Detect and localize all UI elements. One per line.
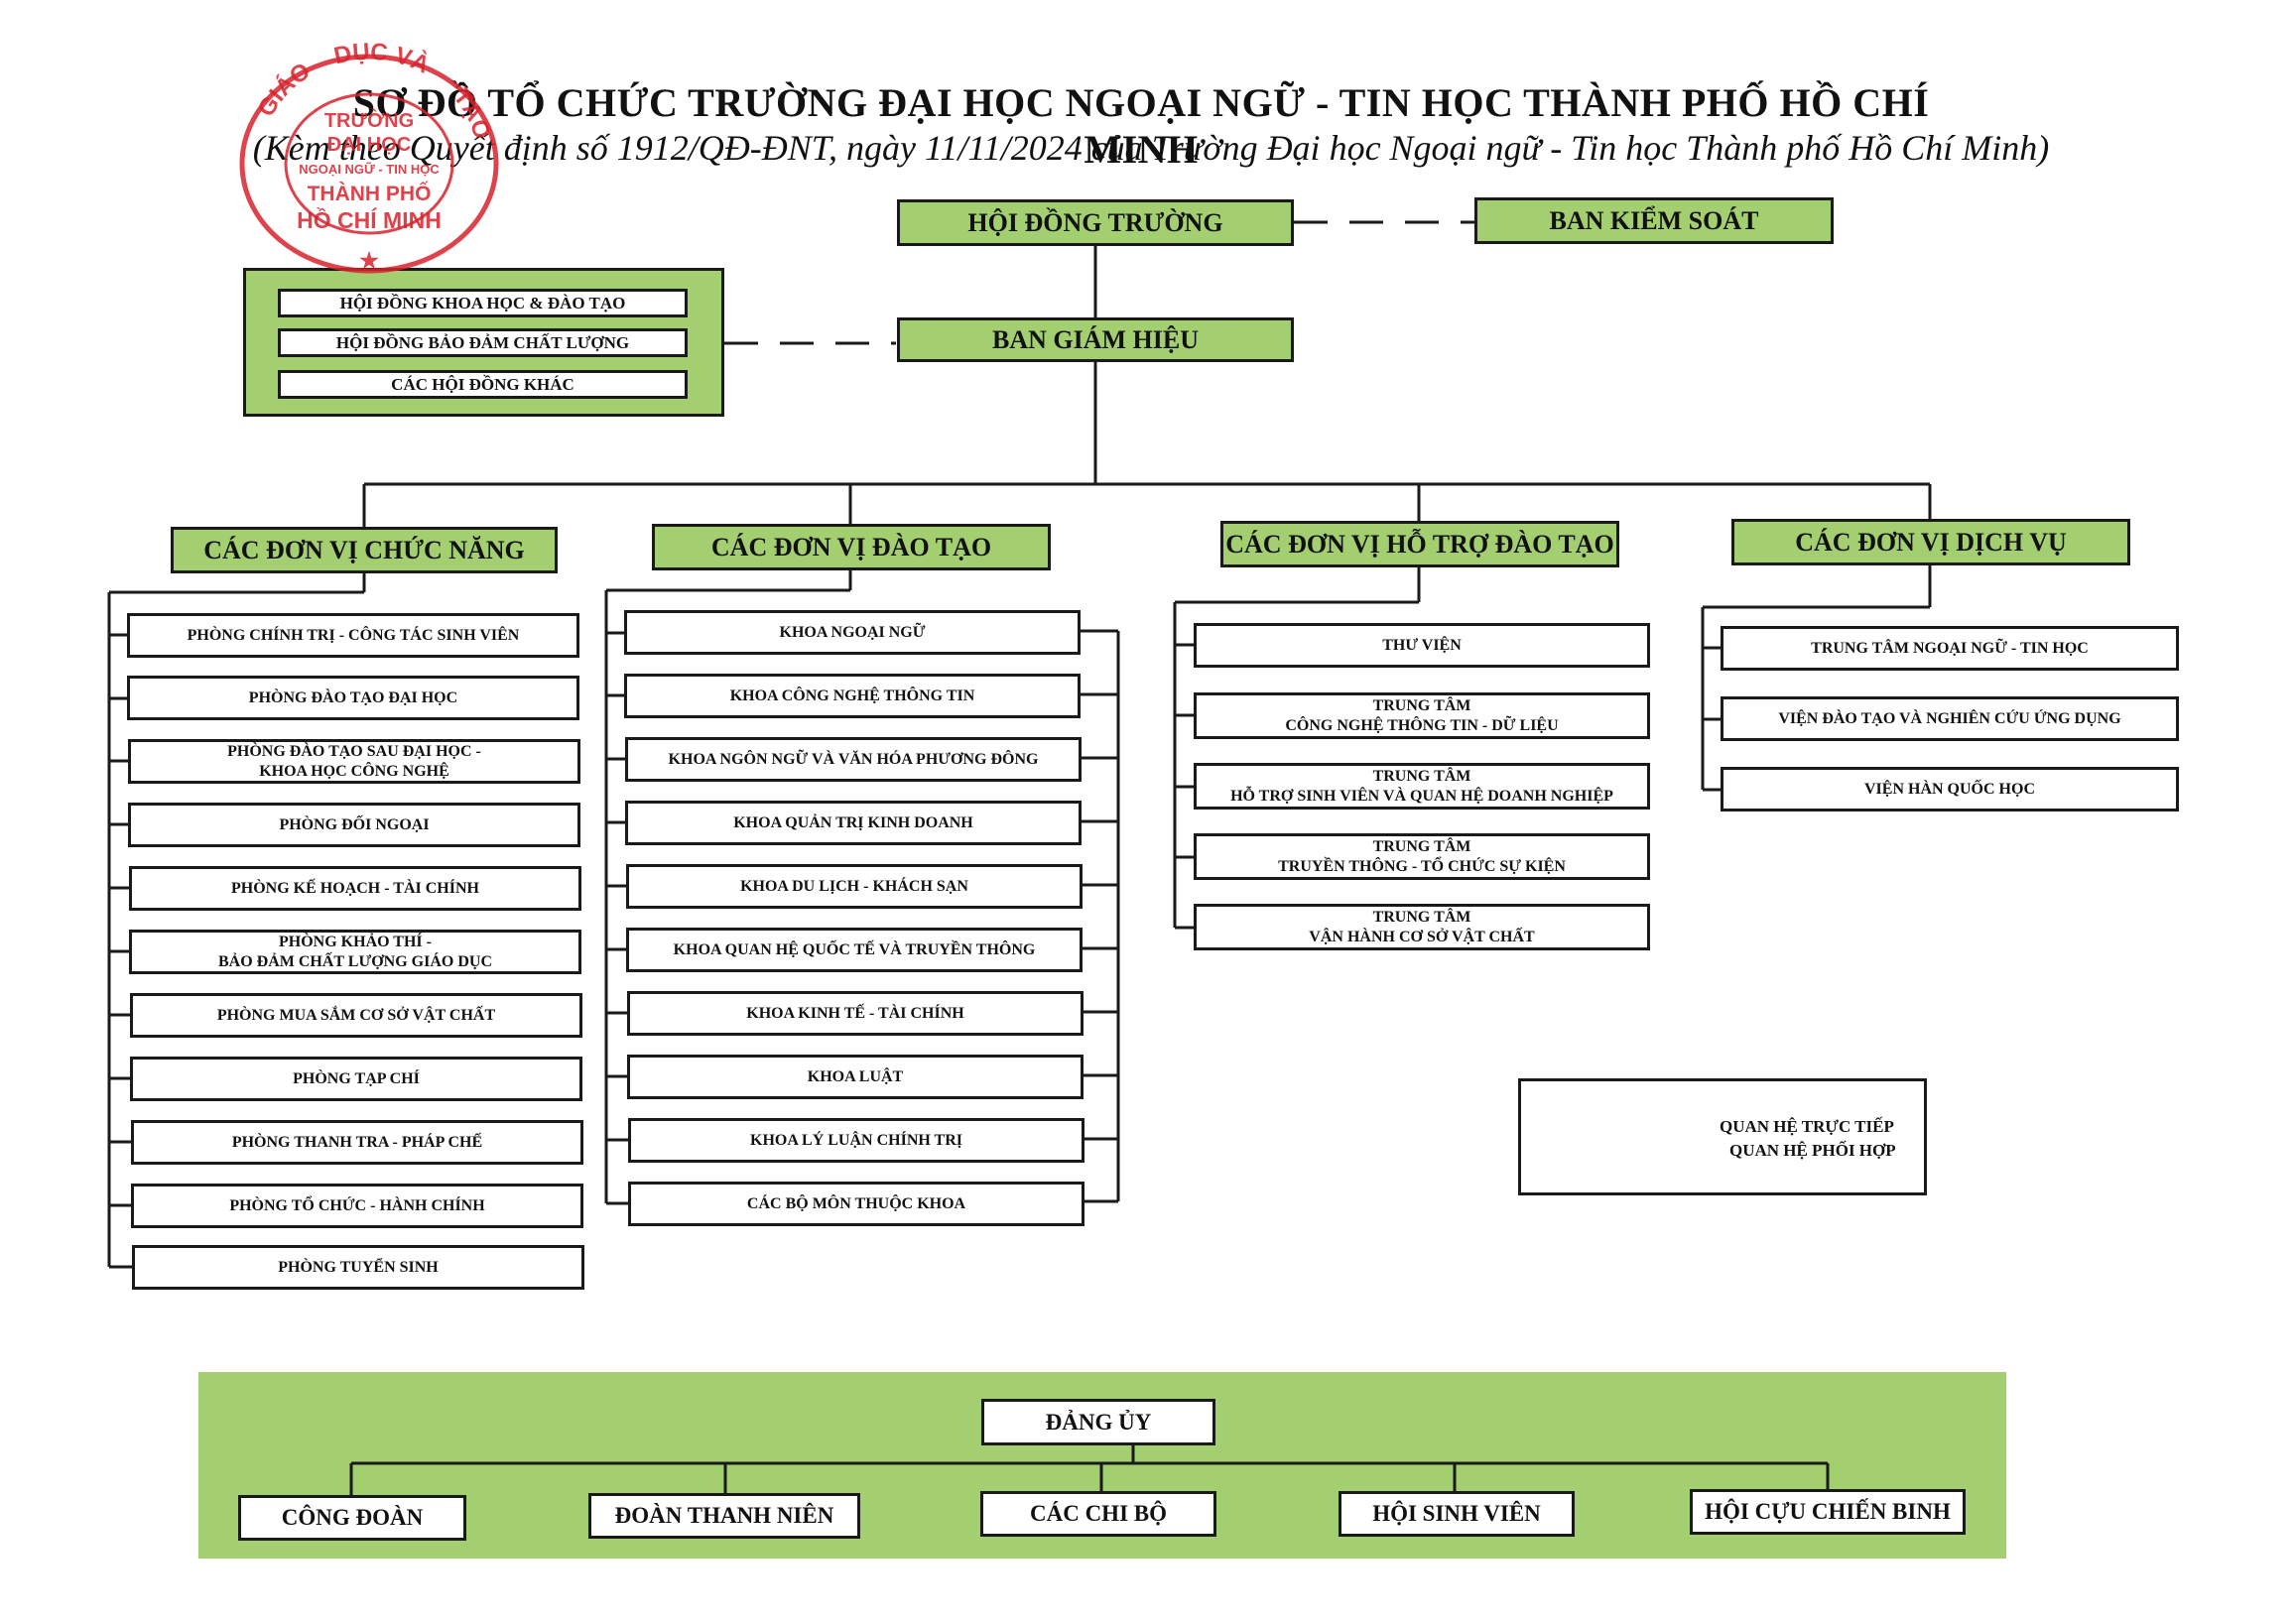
chart-title: SƠ ĐỒ TỔ CHỨC TRƯỜNG ĐẠI HỌC NGOẠI NGỮ -… — [352, 80, 1930, 172]
unit-box: PHÒNG KHẢO THÍ - BẢO ĐẢM CHẤT LƯỢNG GIÁO… — [129, 930, 581, 974]
hoi-dong-truong-box: HỘI ĐỒNG TRƯỜNG — [897, 199, 1294, 246]
unit-box: KHOA LÝ LUẬN CHÍNH TRỊ — [628, 1118, 1084, 1163]
chart-subtitle: (Kèm theo Quyết định số 1912/QĐ-ĐNT, ngà… — [252, 128, 2050, 168]
party-child-box: CÔNG ĐOÀN — [238, 1495, 466, 1541]
dang-uy-box: ĐẢNG ỦY — [981, 1399, 1215, 1445]
unit-box: KHOA CÔNG NGHỆ THÔNG TIN — [624, 674, 1081, 718]
ban-giam-hieu-box: BAN GIÁM HIỆU — [897, 317, 1294, 362]
unit-box: KHOA NGÔN NGỮ VÀ VĂN HÓA PHƯƠNG ĐÔNG — [625, 737, 1082, 782]
unit-box: PHÒNG THANH TRA - PHÁP CHẾ — [131, 1120, 583, 1165]
party-child-box: ĐOÀN THANH NIÊN — [588, 1493, 860, 1539]
unit-box: VIỆN HÀN QUỐC HỌC — [1721, 767, 2179, 812]
school-seal-stamp: GIÁO DỤC VÀ TẠO TRƯỜNG ĐẠI HỌC NGOẠI NGỮ… — [239, 39, 499, 274]
unit-box: VIỆN ĐÀO TẠO VÀ NGHIÊN CỨU ỨNG DỤNG — [1721, 696, 2179, 741]
legend-coordination-label: QUAN HỆ PHỐI HỢP — [1729, 1141, 1896, 1160]
unit-box: TRUNG TÂM CÔNG NGHỆ THÔNG TIN - DỮ LIỆU — [1194, 692, 1650, 739]
svg-text:ĐẠI HỌC: ĐẠI HỌC — [327, 134, 411, 156]
unit-box: PHÒNG TẠP CHÍ — [130, 1057, 582, 1101]
council-item: HỘI ĐỒNG BẢO ĐẢM CHẤT LƯỢNG — [278, 328, 688, 357]
unit-box: PHÒNG CHÍNH TRỊ - CÔNG TÁC SINH VIÊN — [127, 613, 579, 658]
unit-box: KHOA QUAN HỆ QUỐC TẾ VÀ TRUYỀN THÔNG — [626, 928, 1083, 972]
unit-box: PHÒNG ĐÀO TẠO SAU ĐẠI HỌC - KHOA HỌC CÔN… — [128, 739, 580, 784]
councils-panel: HỘI ĐỒNG KHOA HỌC & ĐÀO TẠO HỘI ĐỒNG BẢO… — [243, 268, 724, 417]
unit-box: TRUNG TÂM VẬN HÀNH CƠ SỞ VẬT CHẤT — [1194, 904, 1650, 950]
unit-box: TRUNG TÂM HỖ TRỢ SINH VIÊN VÀ QUAN HỆ DO… — [1194, 763, 1650, 810]
unit-box: PHÒNG ĐỐI NGOẠI — [128, 803, 580, 847]
unit-box: PHÒNG MUA SẮM CƠ SỞ VẬT CHẤT — [130, 993, 582, 1038]
group-header-chuc-nang: CÁC ĐƠN VỊ CHỨC NĂNG — [171, 527, 558, 573]
unit-box: PHÒNG TUYỂN SINH — [132, 1245, 584, 1290]
unit-box: TRUNG TÂM NGOẠI NGỮ - TIN HỌC — [1721, 626, 2179, 671]
group-header-ho-tro-dao-tao: CÁC ĐƠN VỊ HỖ TRỢ ĐÀO TẠO — [1220, 521, 1619, 567]
council-item: HỘI ĐỒNG KHOA HỌC & ĐÀO TẠO — [278, 289, 688, 317]
group-header-dao-tao: CÁC ĐƠN VỊ ĐÀO TẠO — [652, 524, 1051, 570]
unit-box: KHOA QUẢN TRỊ KINH DOANH — [625, 801, 1082, 845]
svg-text:NGOẠI NGỮ - TIN HỌC: NGOẠI NGỮ - TIN HỌC — [299, 162, 440, 177]
party-child-box: HỘI SINH VIÊN — [1339, 1491, 1575, 1537]
unit-box: KHOA KINH TẾ - TÀI CHÍNH — [627, 991, 1084, 1036]
unit-box: CÁC BỘ MÔN THUỘC KHOA — [628, 1182, 1084, 1226]
svg-text:TRƯỜNG: TRƯỜNG — [324, 108, 414, 132]
unit-box: TRUNG TÂM TRUYỀN THÔNG - TỔ CHỨC SỰ KIỆN — [1194, 833, 1650, 880]
unit-box: KHOA LUẬT — [627, 1055, 1084, 1099]
svg-text:DỤC VÀ: DỤC VÀ — [331, 39, 434, 79]
svg-text:HỒ CHÍ MINH: HỒ CHÍ MINH — [297, 206, 442, 233]
ban-kiem-soat-box: BAN KIỂM SOÁT — [1474, 197, 1834, 244]
svg-text:GIÁO: GIÁO — [253, 58, 316, 121]
svg-text:TẠO: TẠO — [447, 83, 495, 142]
unit-box: KHOA NGOẠI NGỮ — [624, 610, 1081, 655]
unit-box: PHÒNG KẾ HOẠCH - TÀI CHÍNH — [129, 866, 581, 911]
unit-box: KHOA DU LỊCH - KHÁCH SẠN — [626, 864, 1083, 909]
party-child-box: CÁC CHI BỘ — [980, 1491, 1216, 1537]
party-child-box: HỘI CỰU CHIẾN BINH — [1690, 1489, 1966, 1535]
unit-box: PHÒNG ĐÀO TẠO ĐẠI HỌC — [127, 676, 579, 720]
svg-text:★: ★ — [359, 248, 379, 273]
svg-text:THÀNH PHỐ: THÀNH PHỐ — [308, 182, 432, 205]
legend-box: QUAN HỆ TRỰC TIẾP QUAN HỆ PHỐI HỢP — [1518, 1078, 1927, 1195]
group-header-dich-vu: CÁC ĐƠN VỊ DỊCH VỤ — [1731, 519, 2130, 565]
unit-box: PHÒNG TỔ CHỨC - HÀNH CHÍNH — [131, 1184, 583, 1228]
legend-direct-label: QUAN HỆ TRỰC TIẾP — [1720, 1117, 1894, 1136]
council-item: CÁC HỘI ĐỒNG KHÁC — [278, 370, 688, 399]
unit-box: THƯ VIỆN — [1194, 623, 1650, 668]
